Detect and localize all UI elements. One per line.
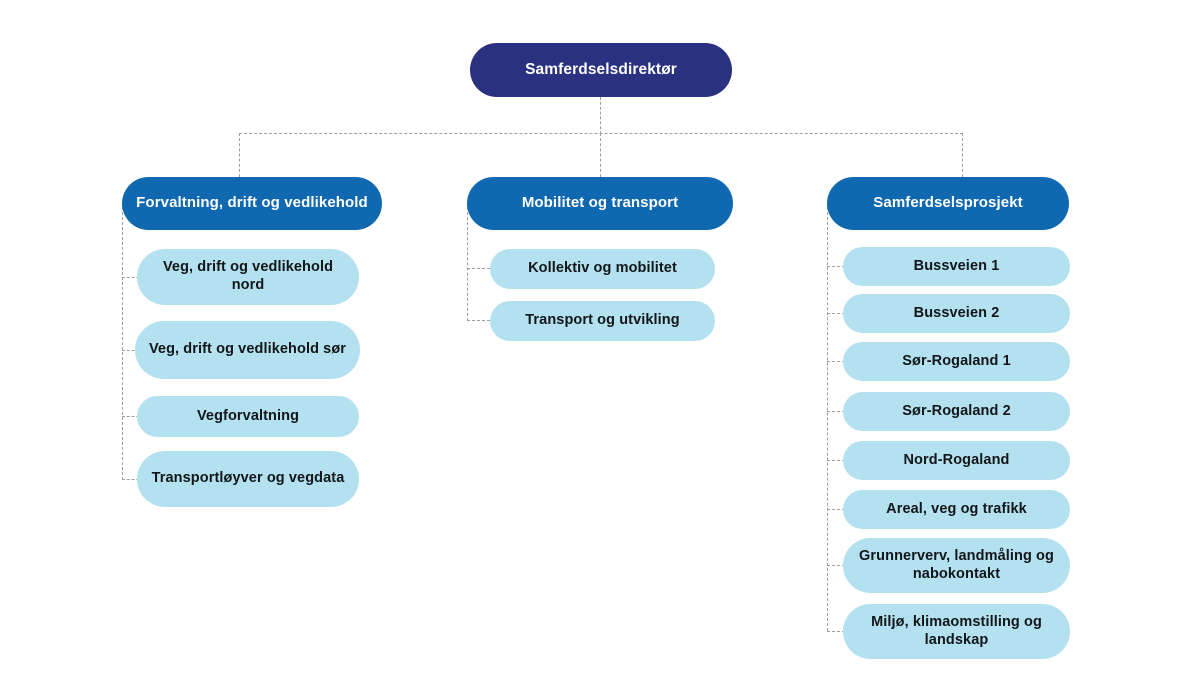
connector-stub-3-8 — [827, 631, 845, 632]
node-bussveien-2[interactable]: Bussveien 2 — [843, 294, 1070, 333]
connector-drop-branch-1 — [239, 133, 240, 177]
node-grunnerverv-landmaling-og-nabokontakt[interactable]: Grunnerverv, landmåling og nabokontakt — [843, 538, 1070, 593]
connector-stub-2-1 — [467, 268, 490, 269]
node-sor-rogaland-1[interactable]: Sør-Rogaland 1 — [843, 342, 1070, 381]
connector-stub-3-7 — [827, 565, 845, 566]
connector-stub-3-6 — [827, 509, 845, 510]
connector-stub-1-4 — [122, 479, 144, 480]
connector-horizontal-bus — [239, 133, 963, 134]
node-vegforvaltning[interactable]: Vegforvaltning — [137, 396, 359, 437]
connector-stub-2-2 — [467, 320, 490, 321]
node-mobilitet-og-transport[interactable]: Mobilitet og transport — [467, 177, 733, 230]
node-transportloyver-og-vegdata[interactable]: Transportløyver og vegdata — [137, 451, 359, 507]
connector-spine-branch-3 — [827, 207, 828, 631]
node-samferdselsdirektor[interactable]: Samferdselsdirektør — [470, 43, 732, 97]
connector-root-drop — [600, 97, 601, 134]
node-bussveien-1[interactable]: Bussveien 1 — [843, 247, 1070, 286]
node-forvaltning-drift-og-vedlikehold[interactable]: Forvaltning, drift og vedlikehold — [122, 177, 382, 230]
node-areal-veg-og-trafikk[interactable]: Areal, veg og trafikk — [843, 490, 1070, 529]
node-nord-rogaland[interactable]: Nord-Rogaland — [843, 441, 1070, 480]
connector-spine-branch-1 — [122, 207, 123, 480]
node-transport-og-utvikling[interactable]: Transport og utvikling — [490, 301, 715, 341]
node-samferdselsprosjekt[interactable]: Samferdselsprosjekt — [827, 177, 1069, 230]
connector-stub-3-3 — [827, 361, 845, 362]
connector-stub-1-1 — [122, 277, 144, 278]
node-veg-drift-og-vedlikehold-nord[interactable]: Veg, drift og vedlikehold nord — [137, 249, 359, 305]
connector-stub-3-2 — [827, 313, 845, 314]
connector-stub-3-1 — [827, 266, 845, 267]
connector-spine-branch-2 — [467, 207, 468, 321]
node-kollektiv-og-mobilitet[interactable]: Kollektiv og mobilitet — [490, 249, 715, 289]
node-miljo-klimaomstilling-og-landskap[interactable]: Miljø, klimaomstilling og landskap — [843, 604, 1070, 659]
connector-drop-branch-3 — [962, 133, 963, 177]
connector-stub-1-2 — [122, 350, 144, 351]
connector-stub-1-3 — [122, 416, 144, 417]
node-sor-rogaland-2[interactable]: Sør-Rogaland 2 — [843, 392, 1070, 431]
connector-drop-branch-2 — [600, 133, 601, 177]
connector-stub-3-5 — [827, 460, 845, 461]
node-veg-drift-og-vedlikehold-sor[interactable]: Veg, drift og vedlikehold sør — [135, 321, 360, 379]
connector-stub-3-4 — [827, 411, 845, 412]
